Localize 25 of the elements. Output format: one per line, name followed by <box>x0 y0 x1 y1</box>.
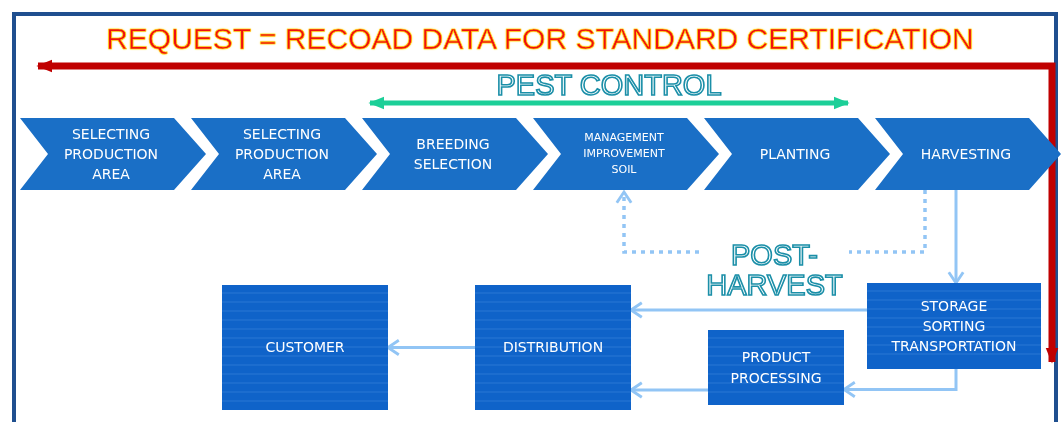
process-box <box>222 285 388 410</box>
edge-label: PEST CONTROL <box>495 70 723 101</box>
title: REQUEST = RECOAD DATA FOR STANDARD CERTIFICATION <box>105 22 975 56</box>
step-label: DISTRIBUTION <box>502 338 604 358</box>
arrow <box>947 190 965 285</box>
step-label: BREEDING SELECTION <box>412 134 494 174</box>
process-box <box>867 283 1041 369</box>
chevron-step <box>191 118 377 190</box>
step-label: STORAGE SORTING TRANSPORTATION <box>890 296 1018 357</box>
step-label: PLANTING <box>759 144 831 164</box>
step-label: HARVESTING <box>920 144 1012 164</box>
chevron-step <box>533 118 719 190</box>
step-label: MANAGEMENT IMPROVEMENT SOIL <box>582 130 666 178</box>
process-box <box>708 330 844 405</box>
arrow <box>368 96 850 110</box>
step-label: CUSTOMER <box>265 338 345 358</box>
chevron-step <box>20 118 206 190</box>
chevron-step <box>704 118 890 190</box>
long-arrow <box>36 59 1059 364</box>
chevron-step <box>362 118 548 190</box>
step-label: SELECTING PRODUCTION AREA <box>62 124 160 185</box>
chevron-step <box>875 118 1061 190</box>
process-box <box>475 285 631 410</box>
step-label: PRODUCT PROCESSING <box>729 348 823 388</box>
step-label: SELECTING PRODUCTION AREA <box>233 124 331 185</box>
